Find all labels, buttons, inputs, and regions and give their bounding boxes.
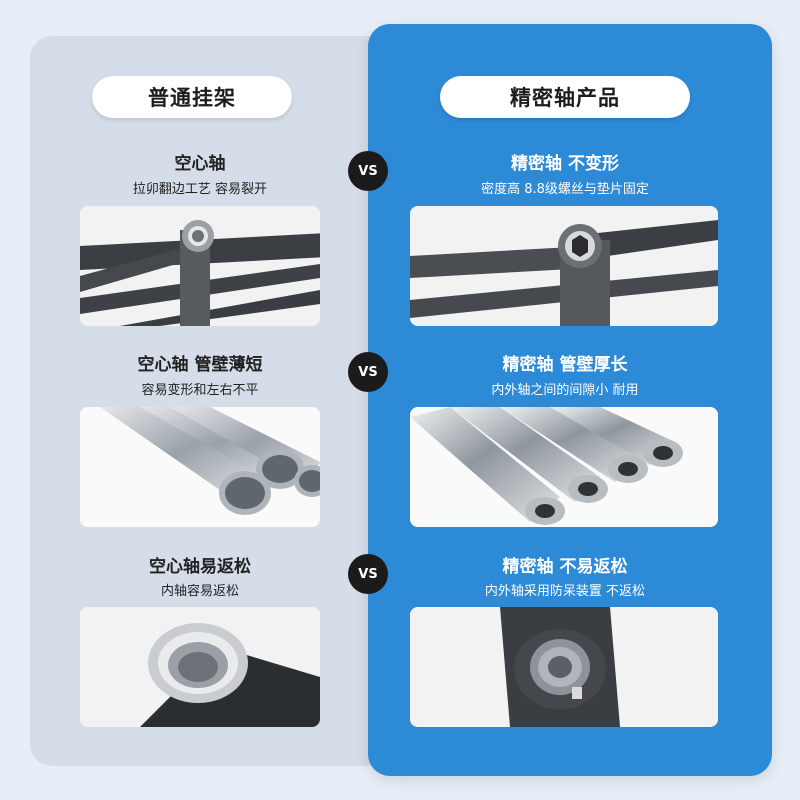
row3-right-title: 精密轴 不易返松 — [502, 557, 628, 577]
ordinary-rack-header: 普通挂架 — [92, 76, 292, 118]
vs-badge-1: VS — [348, 151, 388, 191]
vs-badge-2: VS — [348, 352, 388, 392]
row1-left-image — [80, 206, 320, 326]
row2-left-image — [80, 407, 320, 527]
row1-right-subtitle: 密度高 8.8级螺丝与垫片固定 — [481, 182, 649, 197]
row2-right-title: 精密轴 管壁厚长 — [502, 355, 628, 375]
row3-right-subtitle: 内外轴采用防呆装置 不返松 — [484, 584, 646, 599]
row3-left-title: 空心轴易返松 — [149, 557, 251, 577]
row1-left-subtitle: 拉卯翻边工艺 容易裂开 — [132, 182, 268, 197]
precision-shaft-header: 精密轴产品 — [440, 76, 690, 118]
row1-right-image — [410, 206, 718, 326]
vs-badge-3: VS — [348, 554, 388, 594]
row3-right-image — [410, 607, 718, 727]
row2-left-title: 空心轴 管壁薄短 — [137, 355, 263, 375]
row3-left-subtitle: 内轴容易返松 — [160, 584, 239, 599]
row1-right-title: 精密轴 不变形 — [511, 154, 619, 174]
row3-left-image — [80, 607, 320, 727]
row2-right-subtitle: 内外轴之间的间隙小 耐用 — [491, 383, 639, 398]
row1-left-title: 空心轴 — [174, 154, 226, 174]
row2-right-image — [410, 407, 718, 527]
row2-left-subtitle: 容易变形和左右不平 — [141, 383, 259, 398]
